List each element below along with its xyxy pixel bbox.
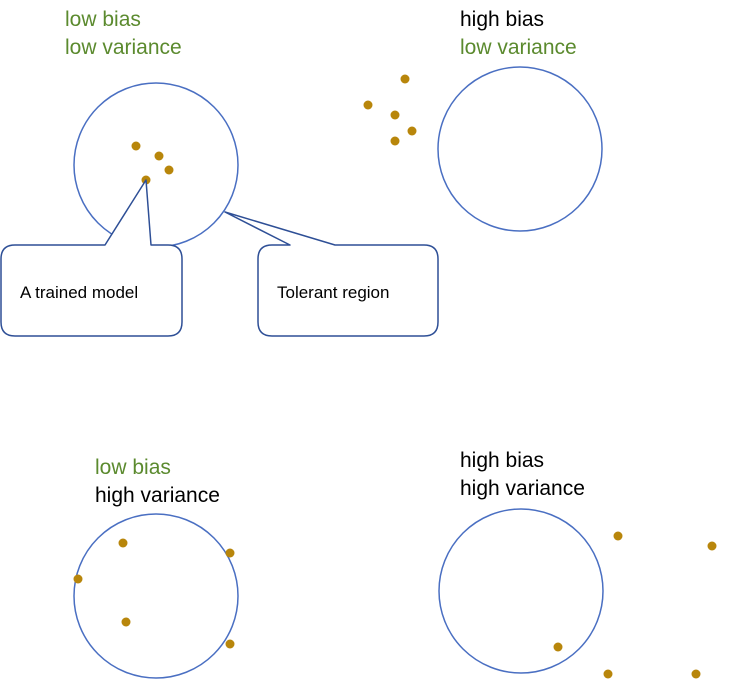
variance-label: high variance: [460, 477, 585, 500]
model-point: [131, 141, 141, 151]
model-point: [225, 639, 235, 649]
variance-label: low variance: [460, 36, 577, 59]
bias-label: low bias: [65, 8, 141, 31]
model-point: [390, 136, 400, 146]
tolerant-region-callout: [224, 211, 439, 337]
model-point: [390, 110, 400, 120]
tolerant-region-callout-text: Tolerant region: [277, 283, 390, 302]
bias-label: high bias: [460, 8, 545, 31]
model-point: [691, 669, 701, 679]
model-point: [613, 531, 623, 541]
quadrant-1-label: low bias low variance: [65, 6, 182, 62]
model-point: [553, 642, 563, 652]
model-point: [225, 548, 235, 558]
trained-model-callout-text: A trained model: [20, 283, 139, 302]
model-point: [407, 126, 417, 136]
variance-label: low variance: [65, 36, 182, 59]
model-point: [164, 165, 174, 175]
model-point: [121, 617, 131, 627]
model-point: [73, 574, 83, 584]
tolerant-region-circle-q3: [73, 513, 239, 679]
model-point: [363, 100, 373, 110]
tolerant-region-circle-q2: [437, 66, 603, 232]
quadrant-4-label: high bias high variance: [460, 447, 585, 503]
model-point: [400, 74, 410, 84]
variance-label: high variance: [95, 484, 220, 507]
model-point: [154, 151, 164, 161]
tolerant-region-circle-q4: [438, 508, 604, 674]
bias-label: low bias: [95, 456, 171, 479]
tolerant-region-circle-q1: [73, 82, 239, 248]
quadrant-3-label: low bias high variance: [95, 454, 220, 510]
model-point: [603, 669, 613, 679]
model-point: [118, 538, 128, 548]
trained-model-callout: [0, 179, 183, 337]
model-point: [707, 541, 717, 551]
quadrant-2-label: high bias low variance: [460, 6, 577, 62]
bias-label: high bias: [460, 449, 545, 472]
